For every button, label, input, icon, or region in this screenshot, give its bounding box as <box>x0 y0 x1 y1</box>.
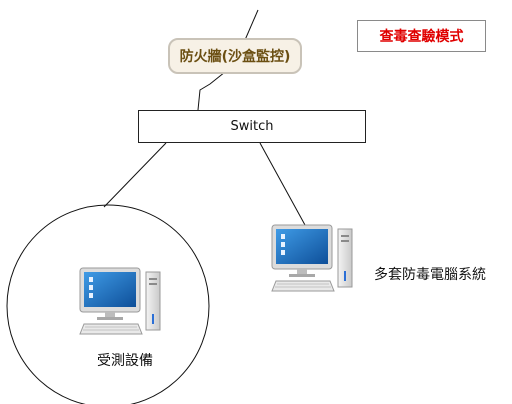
mode-badge-label: 查毒查驗模式 <box>379 29 464 45</box>
dut-computer-icon <box>79 267 161 335</box>
dut-boundary-circle <box>6 204 210 404</box>
switch-dut-line <box>103 142 167 208</box>
firewall-switch-line <box>197 71 226 111</box>
uplink-line <box>244 9 259 41</box>
antivirus-computer-icon <box>271 224 353 292</box>
firewall-label: 防火牆(沙盒監控) <box>179 49 291 65</box>
switch-node: Switch <box>138 110 366 143</box>
switch-av-line <box>259 142 306 226</box>
antivirus-systems-label: 多套防毒電腦系統 <box>374 267 486 283</box>
firewall-node: 防火牆(沙盒監控) <box>168 38 302 74</box>
device-under-test-label: 受測設備 <box>97 353 153 369</box>
switch-label: Switch <box>230 119 274 134</box>
mode-badge: 查毒查驗模式 <box>357 20 486 52</box>
